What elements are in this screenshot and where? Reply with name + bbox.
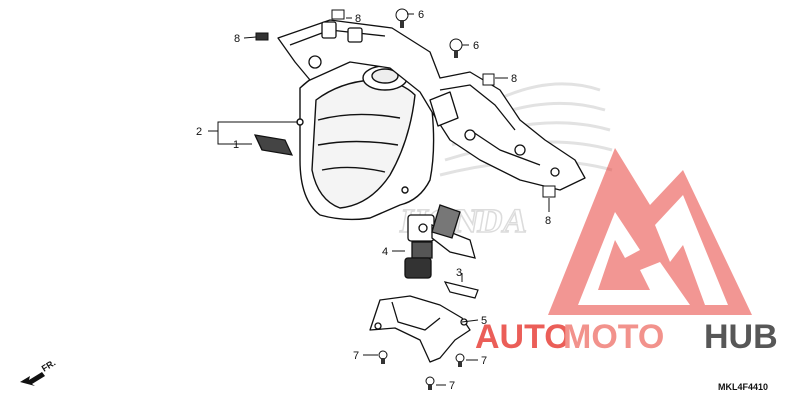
bolt-top (395, 8, 409, 28)
svg-text:MOTO: MOTO (563, 318, 664, 356)
svg-text:FR.: FR. (40, 358, 58, 374)
screw-bottom (425, 376, 435, 390)
diagram-part-code: MKL4F4410 (718, 382, 768, 392)
lower-stay (369, 295, 471, 363)
callout-6-top: 6 (418, 9, 424, 21)
upper-bracket (277, 19, 586, 191)
callout-4: 4 (382, 246, 388, 258)
bolt-mid (449, 38, 463, 58)
svg-text:AUTO: AUTO (475, 318, 571, 356)
ignition-lock-cylinder (404, 204, 476, 279)
rubber-pad (253, 134, 294, 156)
clip-nut-right (482, 73, 495, 86)
clip-nut-top (331, 9, 345, 20)
callout-8-lower: 8 (545, 215, 551, 227)
callout-8-upper-left: 8 (234, 33, 240, 45)
callout-2: 2 (196, 126, 202, 138)
screw-right (455, 353, 465, 367)
leader-lines (208, 13, 550, 386)
callout-8-top: 8 (355, 13, 361, 25)
svg-text:HUB: HUB (704, 318, 778, 356)
lock-bracket-plate (443, 281, 479, 299)
callout-7-right: 7 (481, 355, 487, 367)
callout-5: 5 (481, 315, 487, 327)
callout-7-bottom: 7 (449, 380, 455, 392)
automotohub-wordmark: AUTO MOTO HUB (475, 318, 778, 356)
clip-nut-left (255, 32, 269, 41)
callout-8-right: 8 (511, 73, 517, 85)
callout-7-left: 7 (353, 350, 359, 362)
inner-fairing-cover (296, 57, 435, 221)
automotohub-logo-mark (548, 148, 752, 315)
screw-left (378, 350, 388, 364)
callout-1: 1 (233, 139, 239, 151)
clip-nut-lower (542, 185, 556, 198)
front-arrow-icon: FR. (20, 358, 57, 386)
callout-6-mid: 6 (473, 40, 479, 52)
callout-3: 3 (456, 267, 462, 279)
